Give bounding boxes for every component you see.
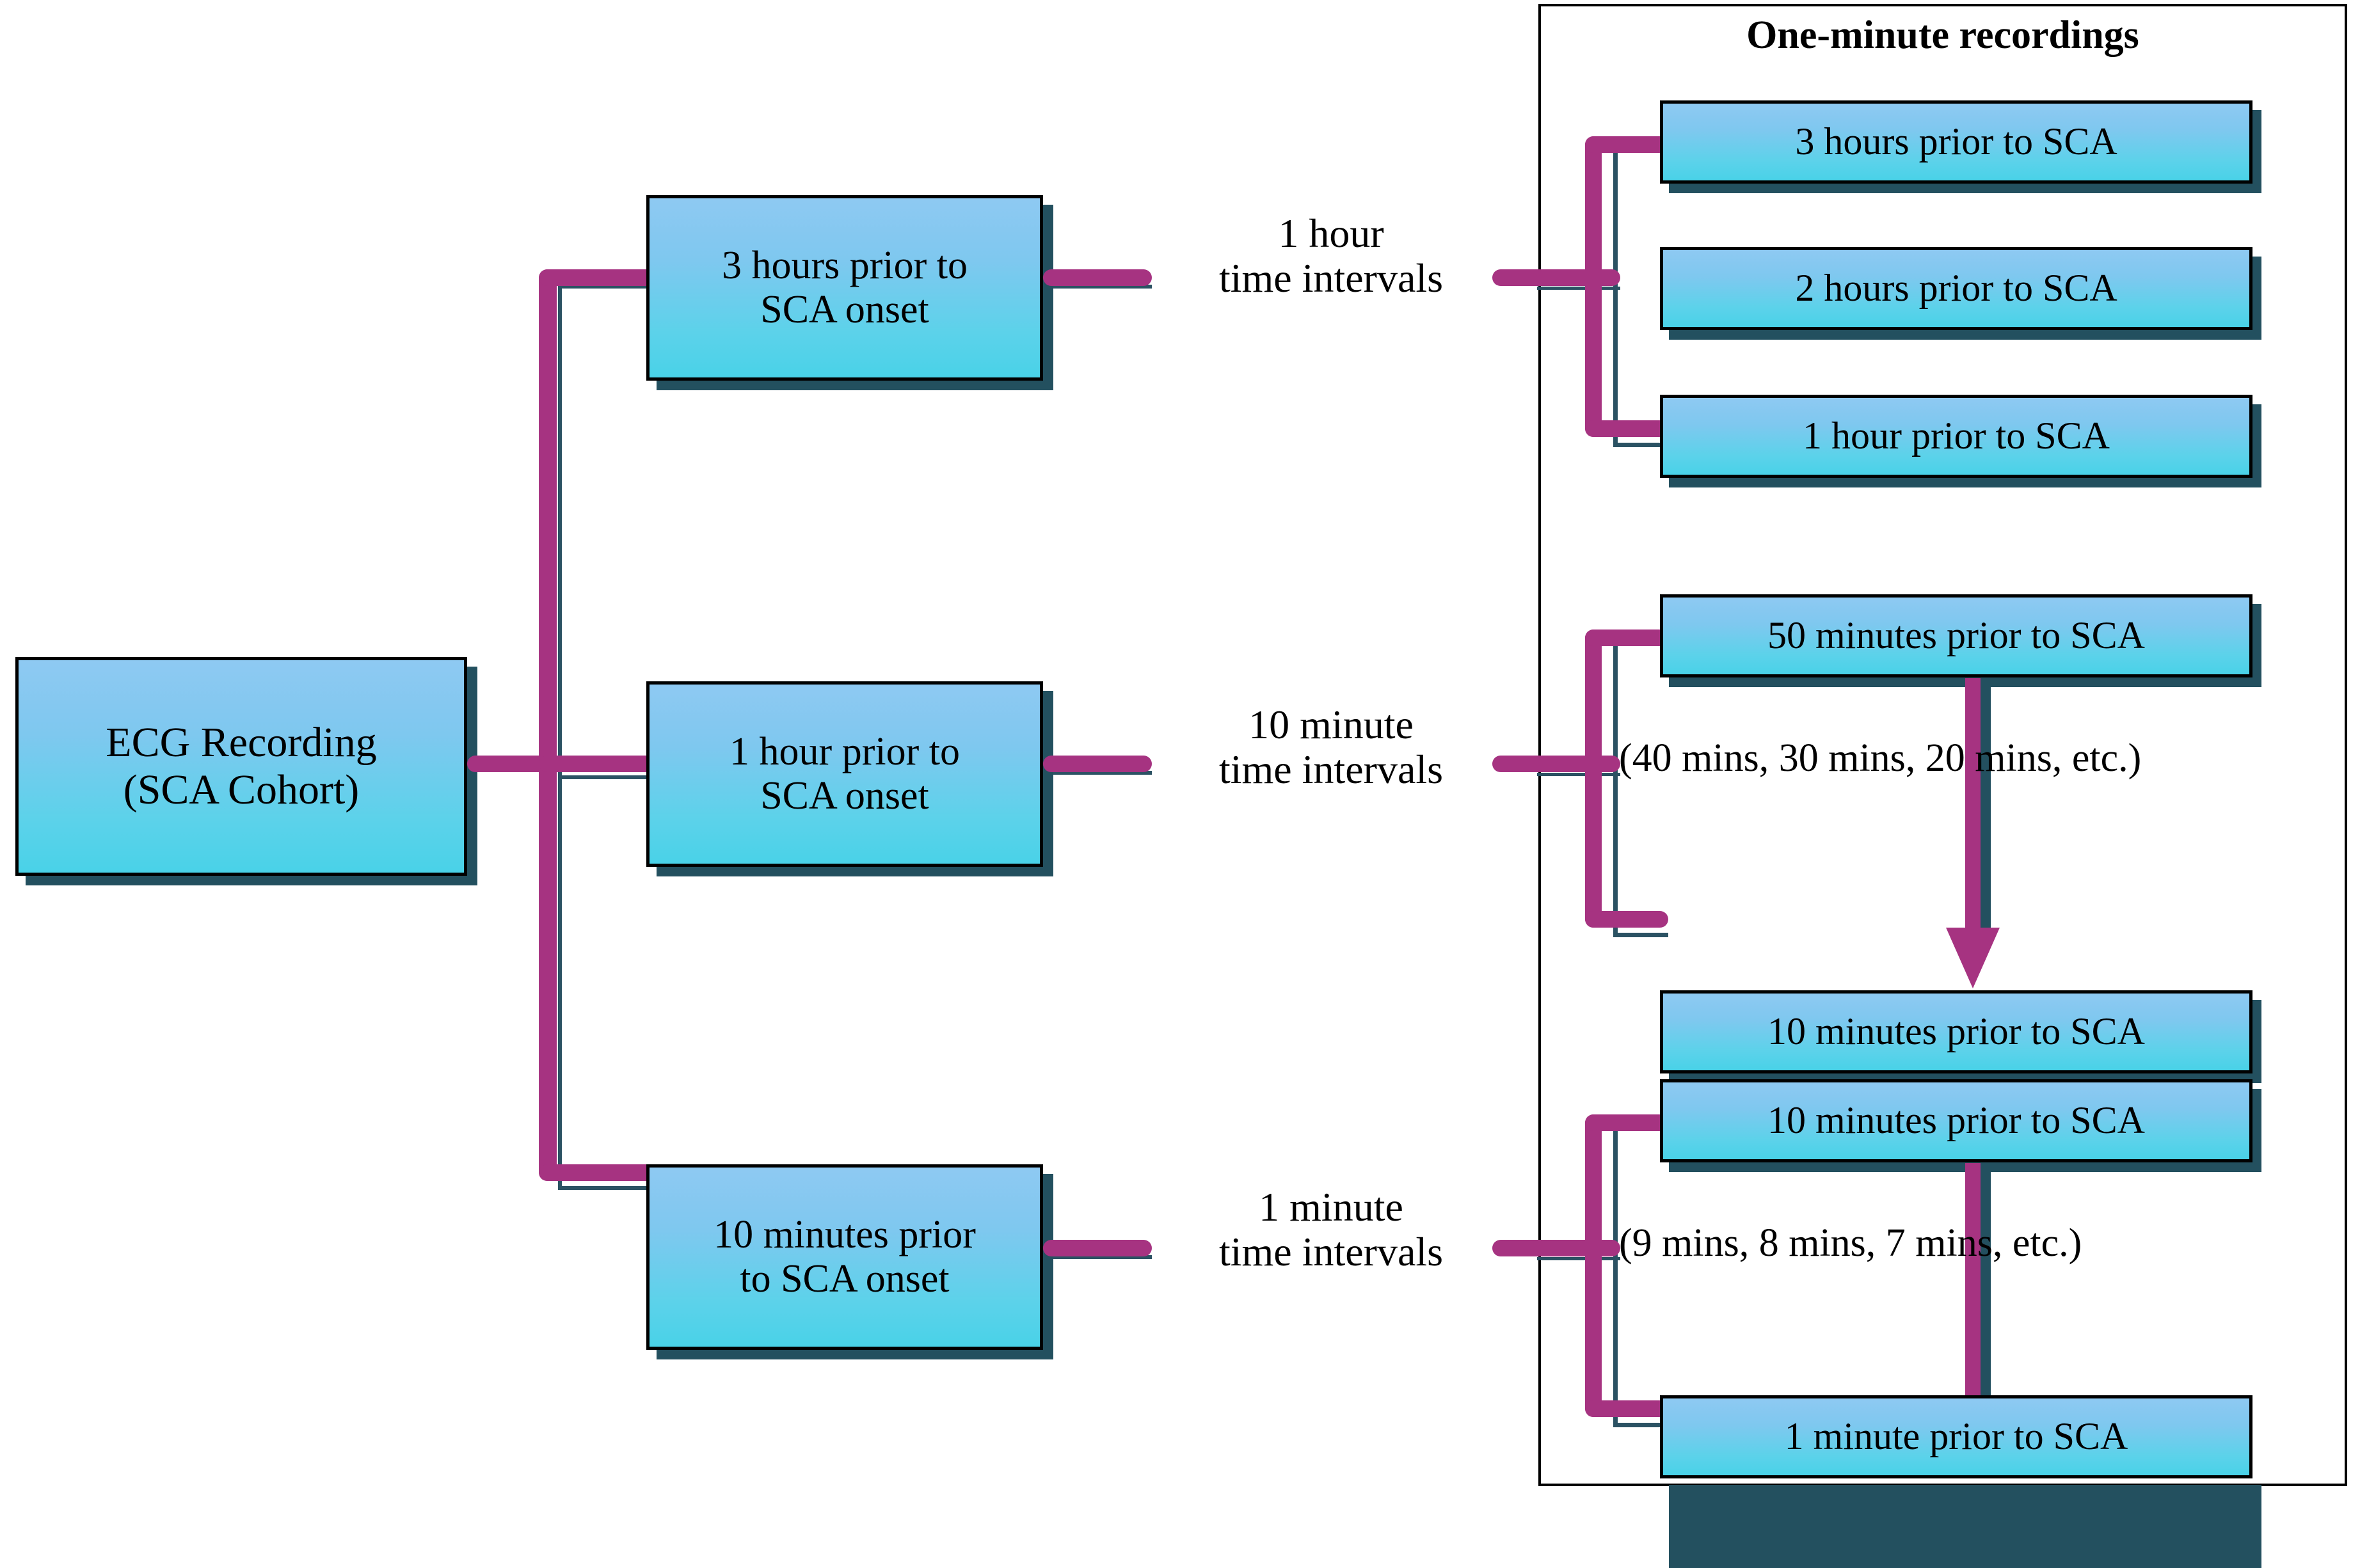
stage-1-hour-box[interactable]: 1 hour prior to SCA onset — [646, 681, 1043, 867]
interval-label-10-minute: 10 minute time intervals — [1218, 702, 1444, 793]
group-minutes-bracket-branch-top — [1585, 1114, 1668, 1131]
panel-box-1-minute-shadow — [1669, 1485, 2261, 1568]
panel-link-group-hours-ghost — [1537, 287, 1620, 290]
left-bracket-branch-middle — [539, 756, 654, 772]
panel-box-10-minutes-b[interactable]: 10 minutes prior to SCA — [1660, 1079, 2252, 1162]
group-tens-bracket-branch-top — [1585, 630, 1668, 646]
left-bracket-branch-bottom — [539, 1164, 654, 1181]
group-minutes-bracket-ghost-bottom — [1613, 1423, 1668, 1427]
panel-box-3-hours[interactable]: 3 hours prior to SCA — [1660, 100, 2252, 184]
group-tens-bracket-spine — [1585, 630, 1602, 928]
panel-box-1-minute[interactable]: 1 minute prior to SCA — [1660, 1395, 2252, 1478]
group-hours-bracket-spine — [1585, 136, 1602, 437]
left-bracket-ghost-vertical — [558, 285, 562, 1190]
group-minutes-bracket-branch-bottom — [1585, 1400, 1668, 1417]
ecg-recording-box[interactable]: ECG Recording (SCA Cohort) — [15, 657, 467, 876]
stage-3-hours-right-ghost — [1043, 285, 1152, 289]
stage-10-minutes-right-ghost — [1043, 1255, 1152, 1259]
panel-box-10-minutes-a[interactable]: 10 minutes prior to SCA — [1660, 990, 2252, 1073]
panel-box-1-hour[interactable]: 1 hour prior to SCA — [1660, 395, 2252, 478]
interval-label-1-minute: 1 minute time intervals — [1218, 1184, 1444, 1275]
group-tens-bracket-ghost-bottom — [1613, 933, 1668, 937]
stage-10-minutes-right-link — [1043, 1240, 1152, 1256]
stage-10-minutes-box[interactable]: 10 minutes prior to SCA onset — [646, 1164, 1043, 1350]
interval-label-1-hour: 1 hour time intervals — [1218, 210, 1444, 301]
group-hours-bracket-ghost-vertical — [1613, 146, 1618, 447]
group-minutes-bracket-ghost-vertical — [1613, 1126, 1618, 1427]
group-minutes-bracket-spine — [1585, 1114, 1602, 1417]
group-hours-bracket-ghost-bottom — [1613, 443, 1668, 447]
stage-1-hour-right-link — [1043, 756, 1152, 772]
panel-link-group-minutes-ghost — [1537, 1257, 1620, 1260]
group-minutes-arrow-stem — [1965, 1163, 1981, 1416]
stage-3-hours-right-link — [1043, 269, 1152, 286]
stage-3-hours-box[interactable]: 3 hours prior to SCA onset — [646, 195, 1043, 381]
group-hours-bracket-branch-1 — [1585, 136, 1668, 153]
panel-title: One-minute recordings — [1746, 13, 2139, 57]
panel-box-2-hours[interactable]: 2 hours prior to SCA — [1660, 247, 2252, 330]
group-tens-middle-note: (40 mins, 30 mins, 20 mins, etc.) — [1619, 736, 2142, 780]
panel-link-group-tens-ghost — [1537, 773, 1620, 776]
left-bracket-ghost-top — [558, 285, 648, 289]
panel-box-50-minutes[interactable]: 50 minutes prior to SCA — [1660, 594, 2252, 677]
left-bracket-branch-top — [539, 269, 654, 286]
left-bracket-ghost-mid — [558, 775, 648, 779]
group-tens-bracket-ghost-vertical — [1613, 640, 1618, 937]
group-tens-bracket-branch-bottom — [1585, 911, 1668, 928]
left-bracket-ghost-bottom — [558, 1186, 648, 1190]
group-tens-arrow-stem — [1965, 678, 1981, 931]
group-tens-arrow-head — [1946, 928, 2000, 988]
group-hours-bracket-branch-3 — [1585, 420, 1668, 437]
left-bracket-spine — [539, 269, 557, 1181]
group-minutes-middle-note: (9 mins, 8 mins, 7 mins, etc.) — [1619, 1221, 2082, 1265]
stage-1-hour-right-ghost — [1043, 771, 1152, 775]
